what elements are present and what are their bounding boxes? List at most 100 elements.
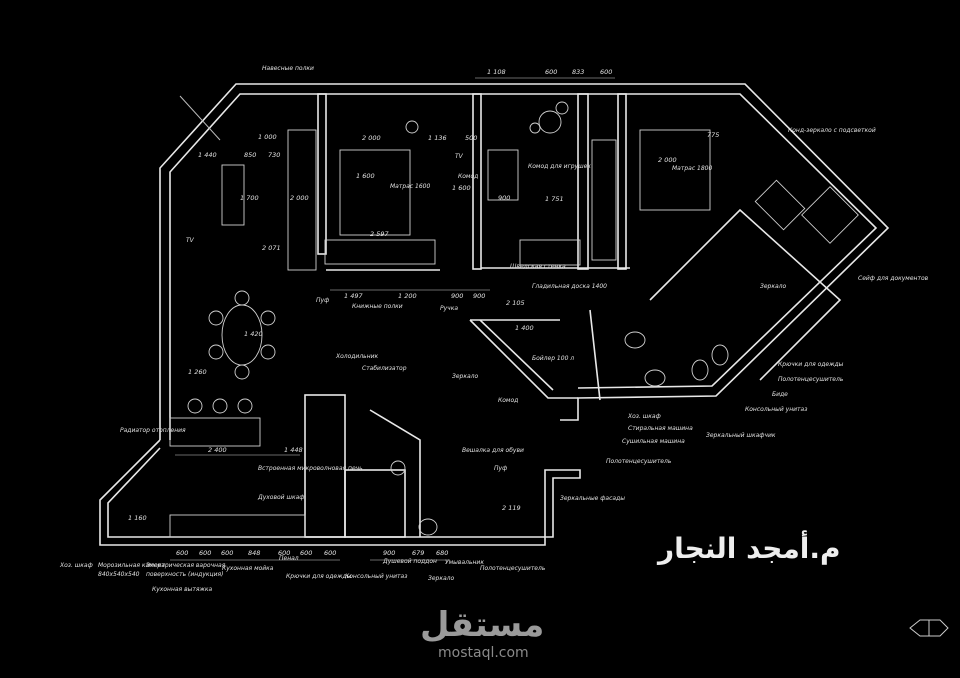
dimension-label: 2 071 <box>262 244 281 252</box>
dimension-label: 679 <box>412 549 424 557</box>
dimension-label: 1 700 <box>240 194 259 202</box>
dimension-label: 1 136 <box>428 134 447 142</box>
annotation-label: Консольный унитаз <box>745 406 807 413</box>
annotation-label: Гладильная доска 1400 <box>532 283 607 290</box>
dimension-label: 1 108 <box>487 68 506 76</box>
dimension-label: 775 <box>707 131 719 139</box>
annotation-label: 840х540х540 <box>98 571 140 578</box>
dimension-label: 2 000 <box>362 134 381 142</box>
dimension-label: 848 <box>248 549 260 557</box>
interior-walls <box>304 93 842 538</box>
dimension-label: 2 000 <box>290 194 309 202</box>
dimension-label: 600 <box>199 549 211 557</box>
annotation-label: Зеркало <box>760 283 786 290</box>
annotation-label: Полотенцесушитель <box>480 565 546 572</box>
dimension-label: 1 200 <box>398 292 417 300</box>
annotation-label: Сушильная машина <box>622 438 685 445</box>
dimension-label: 2 400 <box>208 446 227 454</box>
annotation-label: поверхность (индукция) <box>146 571 223 578</box>
annotation-label: Бойлер 100 л <box>532 355 574 362</box>
annotation-label: TV <box>455 153 464 160</box>
dimension-label: 600 <box>278 549 290 557</box>
dimension-label: 600 <box>324 549 336 557</box>
annotation-label: Комод <box>458 173 478 180</box>
annotation-label: Духовой шкаф <box>257 494 304 501</box>
dimension-label: 1 440 <box>198 151 217 159</box>
dimension-label: 900 <box>473 292 485 300</box>
annotation-label: Пуф <box>494 465 507 472</box>
annotation-label: Пуф <box>316 297 329 304</box>
dimension-label: 1 400 <box>515 324 534 332</box>
annotation-label: Стиральная машина <box>628 425 693 432</box>
annotation-label: Морозильная камера <box>98 562 165 569</box>
annotation-label: Встроенная микроволновая печь <box>258 465 363 472</box>
dimension-label: 833 <box>572 68 584 76</box>
annotation-label: Умывальник <box>445 559 484 566</box>
dimension-label: 500 <box>465 134 477 142</box>
dimension-label: 2 119 <box>502 504 521 512</box>
dimension-label: 600 <box>300 549 312 557</box>
dimension-label: 900 <box>383 549 395 557</box>
dimension-label: 2 105 <box>506 299 525 307</box>
annotation-label: Хоз. шкаф <box>627 413 661 420</box>
annotation-label: Навесные полки <box>262 65 314 72</box>
annotation-label: Зеркало <box>428 575 454 582</box>
dimension-label: 1 420 <box>244 330 263 338</box>
dimension-label: 900 <box>498 194 510 202</box>
dimension-label: 2 597 <box>370 230 389 238</box>
annotation-label: Матрас 1800 <box>672 165 712 172</box>
dimension-label: 600 <box>176 549 188 557</box>
annotation-label: Зеркальный шкафчик <box>706 432 776 439</box>
watermark-logo: مستقل <box>420 605 545 645</box>
annotation-label: Биде <box>772 391 788 398</box>
annotation-label: Кухонная вытяжка <box>152 586 212 593</box>
dimension-label: 1 600 <box>356 172 375 180</box>
annotation-label: Крючки для одежды <box>778 361 844 368</box>
dimension-label: 1 000 <box>258 133 277 141</box>
annotation-label: Комод <box>498 397 518 404</box>
annotation-label: Хоз. шкаф <box>59 562 93 569</box>
dimension-label: 680 <box>436 549 448 557</box>
annotation-label: Шведская стенка <box>510 263 566 270</box>
watermark-url: mostaql.com <box>438 645 529 661</box>
annotation-label: Пенал <box>279 555 299 562</box>
annotation-label: Сейф для документов <box>858 275 929 282</box>
dimension-label: 600 <box>221 549 233 557</box>
author-name: م.أمجد النجار <box>658 532 841 565</box>
annotation-label: Кухонная мойка <box>222 565 274 572</box>
annotation-label: Консольный унитаз <box>345 573 407 580</box>
dimension-label: 2 000 <box>658 156 677 164</box>
dimension-label: 730 <box>268 151 280 159</box>
annotation-label: Вешалка для обуви <box>462 447 524 454</box>
dimension-label: 1 600 <box>452 184 471 192</box>
dimension-label: 600 <box>600 68 612 76</box>
dimension-label: 1 751 <box>545 195 564 203</box>
annotation-label: Ручка <box>440 305 458 312</box>
dimension-label: 1 260 <box>188 368 207 376</box>
annotation-label: Матрас 1600 <box>390 183 430 190</box>
annotation-label: Радиатор отопления <box>120 427 186 434</box>
dimension-lines <box>170 77 615 561</box>
annotation-label: Душевой поддон <box>382 558 437 565</box>
dimension-label: 1 497 <box>344 292 363 300</box>
annotation-label: TV <box>186 237 195 244</box>
furniture <box>169 101 859 538</box>
annotation-label: Полотенцесушитель <box>606 458 672 465</box>
annotation-label: Зеркало <box>452 373 478 380</box>
annotation-label: Полотенцесушитель <box>778 376 844 383</box>
annotation-label: Книжные полки <box>352 303 403 310</box>
annotation-label: Комод для игрушек <box>528 163 591 170</box>
dimension-label: 1 448 <box>284 446 303 454</box>
outer-walls <box>99 83 890 546</box>
annotation-label: Зеркальные фасады <box>560 495 625 502</box>
annotation-label: Стабилизатор <box>362 365 407 372</box>
logo <box>909 619 949 637</box>
annotation-label: Электрическая варочная <box>145 562 226 569</box>
dimension-label: 1 160 <box>128 514 147 522</box>
annotation-label: Крючки для одежды <box>286 573 352 580</box>
annotation-label: Холодильник <box>335 353 379 360</box>
annotation-label: Конд-зеркало с подсветкой <box>788 127 876 134</box>
dimension-label: 600 <box>545 68 557 76</box>
